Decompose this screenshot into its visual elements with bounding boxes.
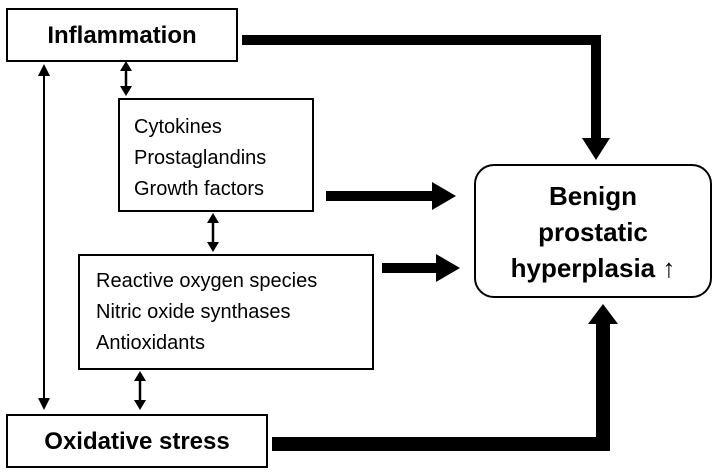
mediator-item-ros: Reactive oxygen species <box>96 270 318 292</box>
arrow-mediators1-mediators2-bidirectional <box>207 213 219 252</box>
oxidative-stress-node: Oxidative stress <box>6 414 268 468</box>
mediator-item-growth-factors: Growth factors <box>134 178 265 200</box>
inflammatory-mediators-list: Cytokines Prostaglandins Growth factors <box>134 112 266 205</box>
arrow-inflammation-to-bph <box>242 35 610 160</box>
inflammation-node: Inflammation <box>6 8 238 62</box>
bph-line-2: prostatic <box>538 217 648 247</box>
bph-outcome-node: Benign prostatic hyperplasia ↑ <box>474 164 712 298</box>
mediator-item-nos: Nitric oxide synthases <box>96 301 291 323</box>
arrow-mediators2-oxidative-bidirectional <box>134 371 146 410</box>
arrow-oxidative-to-bph <box>272 304 618 451</box>
bph-line-3: hyperplasia ↑ <box>510 253 676 283</box>
oxidative-mediators-node: Reactive oxygen species Nitric oxide syn… <box>78 254 374 370</box>
arrow-inflammation-oxidative-bidirectional <box>38 64 50 410</box>
bph-outcome-label: Benign prostatic hyperplasia ↑ <box>476 178 710 286</box>
inflammatory-mediators-node: Cytokines Prostaglandins Growth factors <box>118 98 314 212</box>
arrow-mediators2-to-bph <box>382 254 460 282</box>
mediator-item-prostaglandins: Prostaglandins <box>134 147 267 169</box>
oxidative-stress-label: Oxidative stress <box>44 428 230 455</box>
bph-line-1: Benign <box>548 181 638 211</box>
mediator-item-antioxidants: Antioxidants <box>96 332 205 354</box>
mediator-item-cytokines: Cytokines <box>134 116 222 138</box>
inflammation-label: Inflammation <box>47 22 197 49</box>
arrow-mediators1-to-bph <box>326 182 456 210</box>
arrow-inflammation-mediators1-bidirectional <box>120 61 132 96</box>
oxidative-mediators-list: Reactive oxygen species Nitric oxide syn… <box>96 266 317 359</box>
